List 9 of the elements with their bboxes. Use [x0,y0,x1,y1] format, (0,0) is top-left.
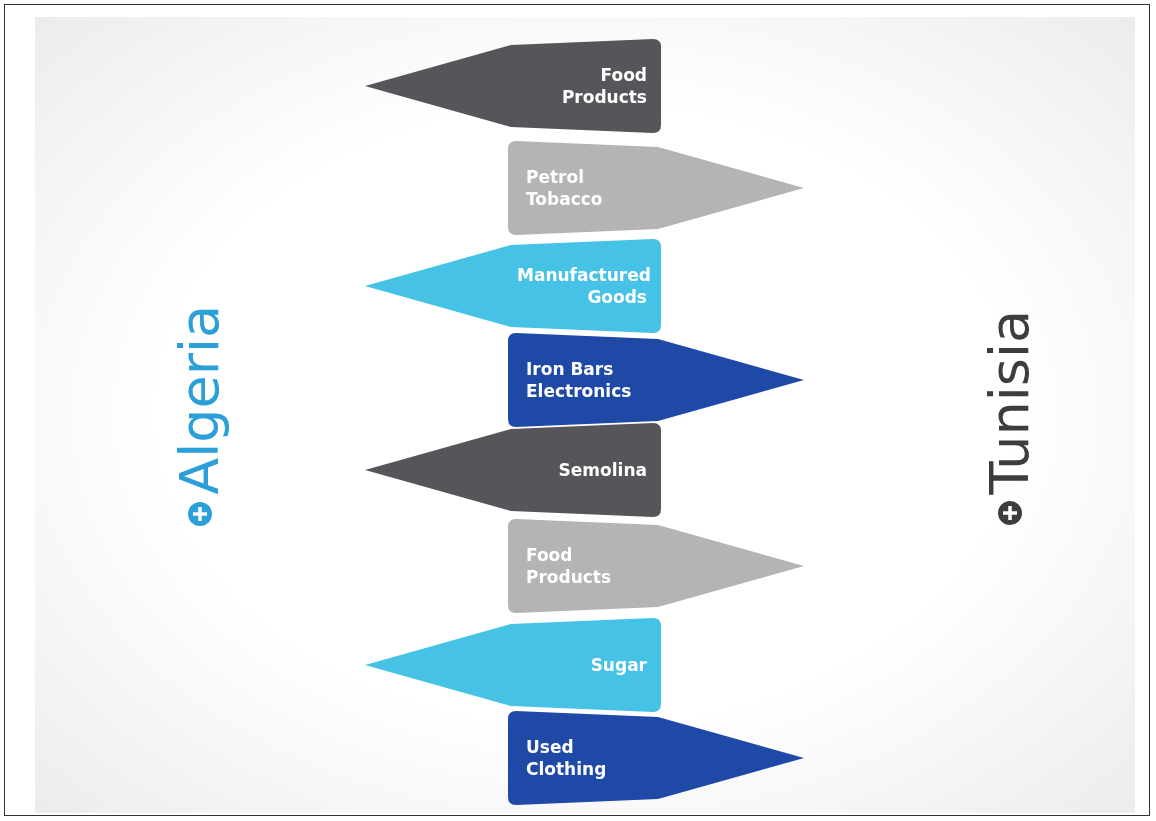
country-name: Tunisia [980,310,1040,495]
country-name: Algeria [170,305,230,495]
arrow-label: Petrol Tobacco [526,166,604,210]
arrow-label: Iron Bars Electronics [526,358,633,402]
arrow-label: Food Products [526,544,613,588]
arrow-label: Semolina [557,459,647,481]
arrow-label: Food Products [560,64,647,108]
arrow-label: Sugar [589,654,647,676]
arrow-label: Used Clothing [526,736,608,780]
